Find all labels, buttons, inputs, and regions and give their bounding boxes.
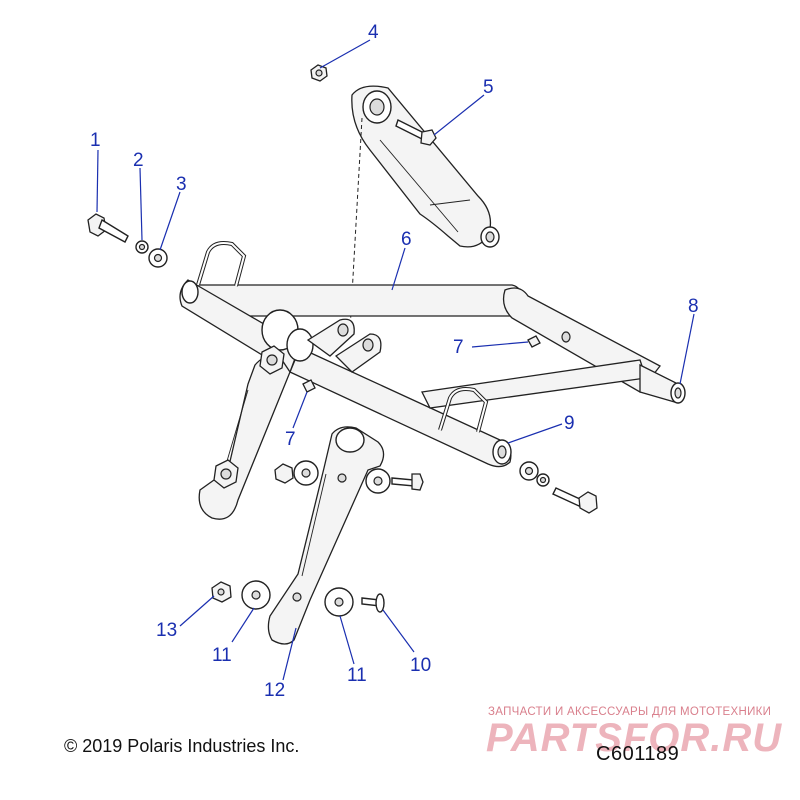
callout-5: 5 <box>483 77 494 98</box>
callout-7-lower: 7 <box>285 429 296 450</box>
washer-part-3 <box>148 248 168 268</box>
callout-1: 1 <box>90 130 101 151</box>
callout-10: 10 <box>410 655 431 676</box>
callout-2: 2 <box>133 150 144 171</box>
wire-loop-right <box>438 387 489 433</box>
washer-part-11-left <box>241 580 271 610</box>
bolt-part-5 <box>395 119 437 146</box>
callout-7-upper: 7 <box>453 337 464 358</box>
callout-6: 6 <box>401 229 412 250</box>
leader-lines <box>96 39 695 681</box>
watermark-tagline: ЗАПЧАСТИ И АКСЕССУАРЫ ДЛЯ МОТОТЕХНИКИ <box>488 706 772 718</box>
figure-id: C601189 <box>596 743 680 765</box>
copyright-text: © 2019 Polaris Industries Inc. <box>64 736 300 756</box>
washer-part-2 <box>135 240 149 254</box>
shock-absorber <box>351 85 500 248</box>
bolt-part-10 <box>361 593 385 613</box>
grease-fitting-lower <box>302 379 316 393</box>
callout-9: 9 <box>564 413 575 434</box>
link-arm-left <box>198 345 291 520</box>
washers-bolt-front <box>519 461 598 514</box>
nut-part-13 <box>211 581 232 603</box>
callout-11-right: 11 <box>347 665 367 686</box>
callout-12: 12 <box>264 680 285 701</box>
washer-part-11-right <box>324 587 354 617</box>
callout-3: 3 <box>176 174 187 195</box>
callout-13: 13 <box>156 620 177 641</box>
watermark-logo: PARTSFOR.RU <box>486 716 783 760</box>
callout-labels: 1 2 3 4 5 6 7 7 8 9 10 11 11 12 13 <box>90 22 699 701</box>
shock-bracket <box>306 318 382 373</box>
bolt-part-1 <box>87 213 129 243</box>
callout-4: 4 <box>368 22 379 43</box>
callout-11-left: 11 <box>212 645 232 666</box>
grease-fitting-upper <box>527 335 541 348</box>
washer-nut-middle <box>274 460 424 494</box>
wire-loop-left <box>196 241 247 287</box>
callout-8: 8 <box>688 296 699 317</box>
link-plate-part-12 <box>267 426 385 645</box>
nut-part-4 <box>310 64 328 82</box>
